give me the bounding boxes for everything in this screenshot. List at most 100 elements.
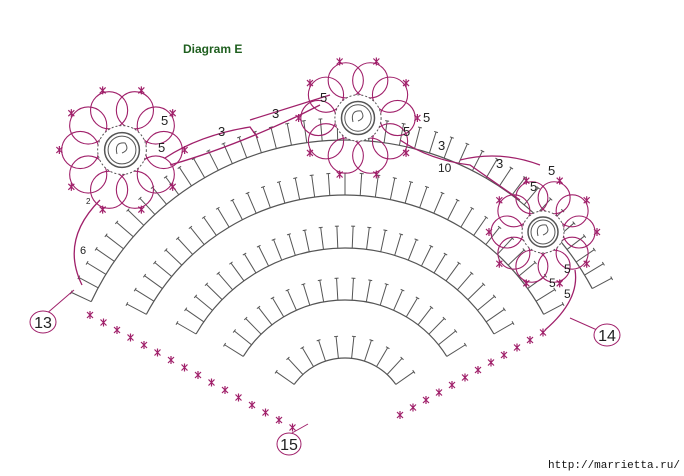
fan-row-arc — [145, 194, 545, 315]
stitch-mark — [126, 303, 147, 315]
stitch-mark — [207, 150, 219, 171]
stitch-top — [385, 346, 390, 350]
petal — [69, 155, 108, 194]
stitch-mark — [467, 283, 484, 301]
stitch-top — [610, 276, 614, 281]
fan-row-arc — [90, 139, 593, 302]
count-label: 5 — [403, 124, 410, 139]
stitch-mark — [584, 263, 604, 276]
stitch-top — [142, 273, 147, 278]
stitch-top — [443, 252, 448, 256]
stitch-mark — [231, 199, 243, 220]
stitch-top — [221, 142, 226, 145]
stitch-top — [261, 185, 266, 189]
stitch-top — [548, 197, 553, 201]
stitch-top — [408, 180, 414, 183]
stitch-top — [463, 342, 467, 347]
stitch-top — [582, 234, 587, 238]
stitch-top — [125, 302, 129, 307]
stitch-top — [601, 261, 605, 266]
picot-star — [409, 403, 417, 412]
fan-row-arc — [293, 357, 397, 385]
stitch-top — [469, 271, 474, 275]
stitch-top — [384, 283, 389, 286]
stitch-top — [164, 248, 168, 252]
diagram-title: Diagram E — [183, 42, 243, 56]
stitch-mark — [591, 277, 612, 289]
stitch-top — [201, 215, 206, 219]
petal — [352, 137, 389, 174]
marker-line — [44, 289, 75, 316]
stitch-top — [271, 238, 276, 241]
picot-star — [539, 328, 547, 337]
count-label: 3 — [272, 106, 279, 121]
stitch-mark — [460, 208, 473, 228]
stitch-top — [412, 369, 416, 374]
stitch-mark — [336, 226, 339, 249]
stitch-mark — [193, 158, 206, 178]
petal — [136, 106, 175, 145]
watermark-url: http://marrietta.ru/ — [547, 460, 680, 472]
stitch-top — [175, 236, 180, 240]
stitch-top — [301, 120, 306, 122]
stitch-mark — [523, 187, 539, 206]
stitch-top — [293, 177, 298, 179]
stitch-mark — [178, 167, 192, 187]
flower-motif — [490, 181, 596, 283]
stitch-top — [553, 287, 557, 292]
stitch-mark — [417, 307, 432, 326]
stitch-mark — [446, 344, 466, 357]
marker-line — [291, 423, 309, 434]
stitch-top — [457, 261, 461, 265]
stitch-top — [368, 279, 373, 282]
stitch-mark — [247, 192, 257, 214]
stitch-mark — [286, 123, 292, 146]
stitch-mark — [447, 199, 459, 220]
stitch-top — [177, 165, 182, 169]
stitch-mark — [421, 246, 432, 267]
stitch-mark — [176, 322, 197, 335]
stitch-top — [400, 288, 405, 292]
stitch-mark — [374, 175, 379, 198]
stitch-top — [242, 252, 247, 256]
stitch-top — [417, 126, 423, 129]
count-label: 5 — [564, 287, 571, 301]
spiral-icon — [351, 110, 364, 123]
stitch-mark — [433, 253, 446, 274]
stitch-top — [153, 260, 157, 265]
stitch-top — [572, 221, 576, 225]
stitch-top — [229, 261, 233, 265]
flower-center — [103, 131, 141, 169]
picot-star — [67, 109, 75, 118]
stitch-mark — [105, 234, 124, 250]
stitch-top — [204, 282, 209, 287]
stitch-mark — [320, 227, 324, 250]
stitch-top — [424, 185, 429, 189]
flower-center-inner — [530, 219, 556, 245]
stitch-top — [268, 126, 273, 129]
marker-13-circle — [29, 310, 57, 334]
stitch-top — [286, 233, 291, 236]
stitch-mark — [288, 234, 296, 256]
stitch-mark — [262, 186, 271, 208]
stitch-mark — [278, 181, 286, 204]
stitch-top — [316, 339, 321, 342]
chain-5 — [459, 155, 541, 166]
stitch-top — [592, 247, 596, 252]
picot-star — [169, 109, 177, 118]
picot-star — [306, 79, 314, 88]
spiral-icon — [115, 142, 128, 155]
petal — [497, 236, 531, 270]
chain-7 — [544, 269, 577, 331]
stitch-mark — [380, 230, 386, 252]
stitch-top — [285, 288, 290, 292]
stitch-mark — [457, 272, 473, 291]
stitch-top — [256, 244, 261, 248]
stitch-top — [206, 149, 211, 153]
stitch-top — [495, 157, 500, 161]
stitch-top — [236, 136, 242, 139]
picot-star — [435, 388, 443, 397]
stitch-mark — [535, 289, 556, 302]
picot-star — [583, 196, 591, 205]
